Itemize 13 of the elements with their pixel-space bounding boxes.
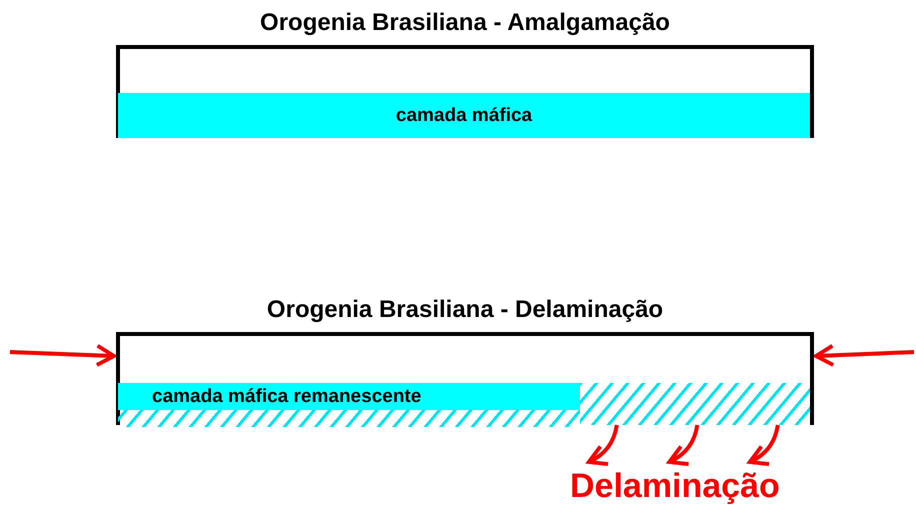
mafic-layer-band	[118, 93, 810, 138]
arrow	[748, 424, 780, 466]
compression-arrow	[10, 344, 116, 367]
process-label: Delaminação	[570, 466, 795, 506]
arrow	[586, 424, 619, 466]
layer-label: camada máfica remanescente	[152, 386, 422, 408]
panel-heading: Orogenia Brasiliana - Amalgamação	[260, 9, 670, 37]
mafic-layer-band	[118, 383, 580, 410]
hatched-layer	[118, 410, 580, 427]
layer-label: camada máfica	[396, 104, 532, 126]
compression-arrow	[814, 344, 914, 367]
arrow	[667, 424, 700, 466]
panel-heading: Orogenia Brasiliana - Delaminação	[266, 296, 664, 324]
